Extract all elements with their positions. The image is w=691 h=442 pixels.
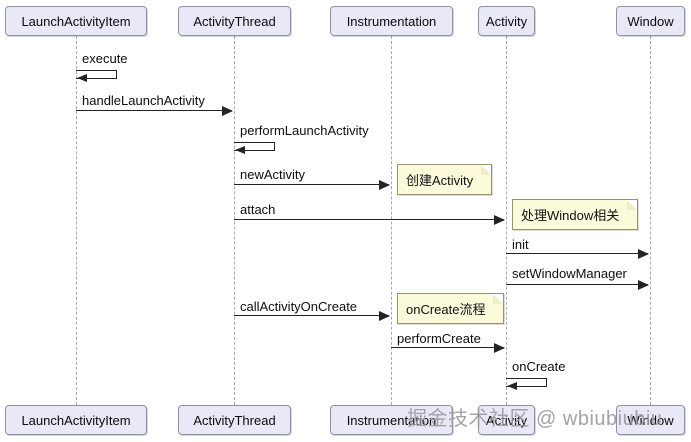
- message-label-handlelaunchactivity: handleLaunchActivity: [82, 93, 205, 108]
- arrowhead-performlaunchactivity: [235, 146, 245, 154]
- arrowhead-setwindowmanager: [638, 280, 649, 290]
- message-line-callactivityoncreate: [234, 315, 389, 316]
- note-create-activity: 创建Activity: [397, 164, 493, 195]
- message-label-callactivityoncreate: callActivityOnCreate: [240, 299, 358, 314]
- message-label-oncreate: onCreate: [512, 359, 566, 374]
- lifeline-activitythread: [234, 36, 235, 405]
- arrowhead-handlelaunchactivity: [222, 106, 233, 116]
- message-line-attach: [234, 219, 504, 220]
- arrowhead-newactivity: [379, 180, 390, 190]
- message-line-performcreate: [391, 347, 504, 348]
- note-handle-window: 处理Window相关: [512, 199, 639, 230]
- lifeline-window: [650, 36, 651, 405]
- participant-instrumentation-bottom: Instrumentation: [330, 405, 453, 435]
- message-label-attach: attach: [240, 202, 276, 217]
- participant-instrumentation-top: Instrumentation: [330, 6, 453, 36]
- participant-activity-bottom: Activity: [478, 405, 535, 435]
- participant-window-top: Window: [616, 6, 685, 36]
- participant-activitythread-bottom: ActivityThread: [178, 405, 291, 435]
- message-label-execute: execute: [82, 51, 128, 66]
- message-selfarrow-execute: [76, 70, 117, 79]
- arrowhead-execute: [77, 74, 87, 82]
- arrowhead-attach: [494, 215, 505, 225]
- lifeline-instrumentation: [391, 36, 392, 405]
- arrowhead-oncreate: [507, 382, 517, 390]
- message-selfarrow-performlaunchactivity: [234, 142, 275, 151]
- watermark: 掘金技术社区 @ wbiubiubiu: [407, 408, 663, 430]
- message-label-performcreate: performCreate: [397, 331, 481, 346]
- arrowhead-init: [638, 249, 649, 259]
- arrowhead-callactivityoncreate: [379, 311, 390, 321]
- lifeline-launchactivityitem: [76, 36, 77, 405]
- lifeline-activity: [506, 36, 507, 405]
- participant-window-bottom: Window: [616, 405, 685, 435]
- participant-launchactivityitem-top: LaunchActivityItem: [5, 6, 147, 36]
- message-line-setwindowmanager: [506, 284, 648, 285]
- message-label-init: init: [512, 237, 529, 252]
- message-line-handlelaunchactivity: [76, 110, 232, 111]
- note-oncreate-flow: onCreate流程: [397, 293, 505, 324]
- participant-activitythread-top: ActivityThread: [178, 6, 291, 36]
- arrowhead-performcreate: [494, 343, 505, 353]
- message-label-newactivity: newActivity: [240, 167, 306, 182]
- message-line-init: [506, 253, 648, 254]
- message-label-performlaunchactivity: performLaunchActivity: [240, 123, 369, 138]
- participant-activity-top: Activity: [478, 6, 535, 36]
- participant-launchactivityitem-bottom: LaunchActivityItem: [5, 405, 147, 435]
- message-selfarrow-oncreate: [506, 378, 547, 387]
- message-label-setwindowmanager: setWindowManager: [512, 266, 627, 281]
- message-line-newactivity: [234, 184, 389, 185]
